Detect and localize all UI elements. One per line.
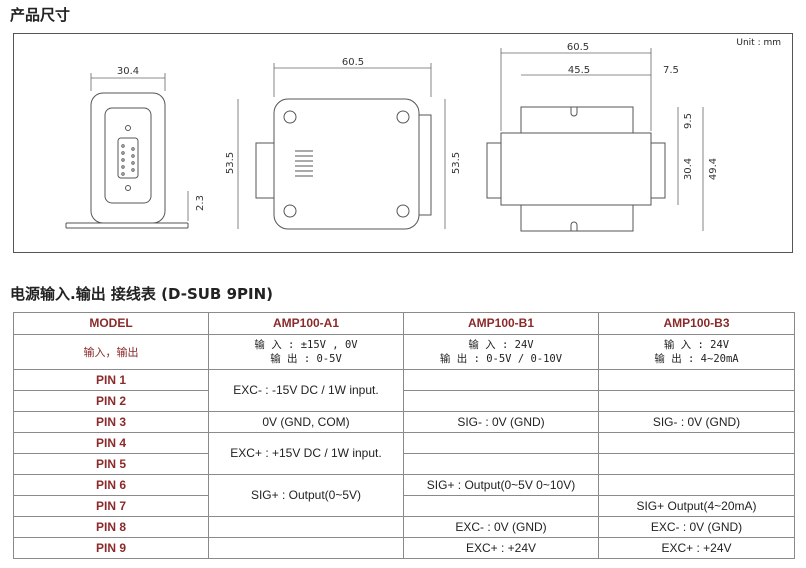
pin-label: PIN 8 [13,516,209,538]
b3-pin9: EXC+ : +24V [598,537,795,559]
b1-pin7 [403,495,599,517]
header-b3: AMP100-B3 [598,312,795,335]
wiring-table: MODEL AMP100-A1 AMP100-B1 AMP100-B3 输入，输… [13,312,795,559]
b3-pin3: SIG- : 0V (GND) [598,411,795,433]
table-row: PIN 1 EXC- : -15V DC / 1W input. [13,369,795,412]
b1-pin5 [403,453,599,475]
b3-pin4 [598,432,795,454]
b3-pin6 [598,474,795,496]
pin-label: PIN 6 [13,474,209,496]
table-row: PIN 3 0V (GND, COM) SIG- : 0V (GND) SIG-… [13,411,795,433]
header-b1: AMP100-B1 [403,312,599,335]
dim-side-inner: 45.5 [568,65,590,76]
dim-front-small: 2.3 [195,195,206,211]
table-row-io: 输入，输出 输 入 : ±15V , 0V 输 出 : 0-5V 输 入 : 24… [13,334,795,370]
b3-pin1 [598,369,795,391]
dim-side-h3: 49.4 [708,158,719,180]
table-row: PIN 6 SIG+ : Output(0~5V) SIG+ : Output(… [13,474,795,517]
pin-label: PIN 7 [13,495,209,517]
pin-label: PIN 3 [13,411,209,433]
io-b3-in: 输 入 : 24V [663,339,730,351]
table-header-row: MODEL AMP100-A1 AMP100-B1 AMP100-B3 [13,312,795,335]
pin-label: PIN 5 [13,453,209,475]
front-view [65,92,189,229]
b3-pin5 [598,453,795,475]
pin-label: PIN 9 [13,537,209,559]
table-row: PIN 7 SIG+ Output(4~20mA) [13,495,795,517]
pin-label: PIN 4 [13,432,209,454]
side-view [486,106,666,232]
io-a1: 输 入 : ±15V , 0V 输 出 : 0-5V [208,334,404,370]
table-row: PIN 4 EXC+ : +15V DC / 1W input. [13,432,795,475]
io-a1-in: 输 入 : ±15V , 0V [254,339,358,351]
b1-pin9: EXC+ : +24V [403,537,599,559]
b3-pin2 [598,390,795,412]
b1-pin4 [403,432,599,454]
dim-top-width: 60.5 [342,57,364,68]
pin-label: PIN 2 [13,390,209,412]
io-b1: 输 入 : 24V 输 出 : 0-5V / 0-10V [403,334,599,370]
b1-pin1 [403,369,599,391]
io-a1-out: 输 出 : 0-5V [270,353,342,365]
header-a1: AMP100-A1 [208,312,404,335]
a1-pin8 [208,516,404,538]
dim-front-width: 30.4 [117,66,139,77]
dimension-drawing: Unit : mm 30.4 2.3 [13,33,793,253]
table-row: PIN 5 [13,453,795,475]
dim-side-h2: 30.4 [683,158,694,180]
a1-pin67: SIG+ : Output(0~5V) [208,474,404,517]
dim-side-h1: 9.5 [683,113,694,129]
b3-pin8: EXC- : 0V (GND) [598,516,795,538]
header-model: MODEL [13,312,209,335]
io-b1-in: 输 入 : 24V [468,339,534,351]
b3-pin7: SIG+ Output(4~20mA) [598,495,795,517]
io-b3: 输 入 : 24V 输 出 : 4~20mA [598,334,795,370]
dim-top-height-left: 53.5 [225,152,236,174]
a1-pin3: 0V (GND, COM) [208,411,404,433]
table-row: PIN 9 EXC+ : +24V EXC+ : +24V [13,537,795,559]
table-row: PIN 8 EXC- : 0V (GND) EXC- : 0V (GND) [13,516,795,538]
a1-pin45: EXC+ : +15V DC / 1W input. [208,432,404,475]
dimensions-title: 产品尺寸 [10,6,71,24]
b1-pin2 [403,390,599,412]
wiring-table-title: 电源输入.输出 接线表 (D-SUB 9PIN) [10,285,274,303]
pin-label: PIN 1 [13,369,209,391]
unit-label: Unit : mm [736,38,781,48]
a1-pin9 [208,537,404,559]
io-b3-out: 输 出 : 4~20mA [654,353,739,365]
a1-pin12: EXC- : -15V DC / 1W input. [208,369,404,412]
dim-side-total: 60.5 [567,42,589,53]
b1-pin8: EXC- : 0V (GND) [403,516,599,538]
top-view [255,98,432,230]
dim-side-tab: 7.5 [663,65,679,76]
b1-pin3: SIG- : 0V (GND) [403,411,599,433]
table-row: PIN 2 [13,390,795,412]
dim-top-height-right: 53.5 [451,152,462,174]
io-label: 输入，输出 [13,334,209,370]
io-b1-out: 输 出 : 0-5V / 0-10V [439,353,563,365]
b1-pin6: SIG+ : Output(0~5V 0~10V) [403,474,599,496]
